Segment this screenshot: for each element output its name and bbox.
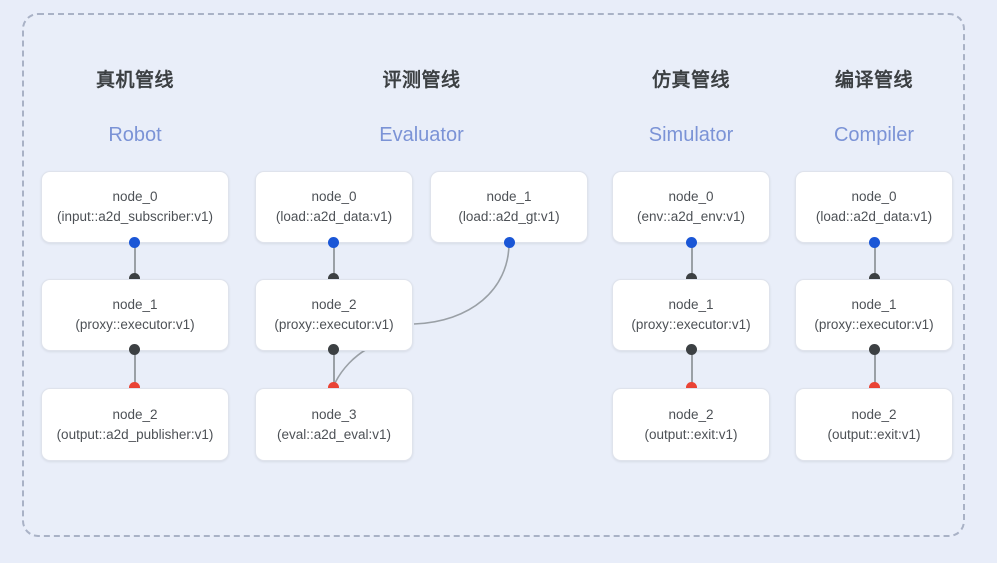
node-name: node_0 (851, 189, 897, 204)
column-title-cn-robot: 真机管线 (95, 70, 174, 91)
edge-evaluator-0-2 (333, 242, 335, 280)
node-type: (proxy::executor:v1) (631, 317, 751, 332)
node-type: (output::a2d_publisher:v1) (56, 426, 214, 442)
port-output-compiler-0[interactable] (869, 237, 880, 248)
port-input-robot-2[interactable] (129, 382, 140, 393)
node-type: (load::a2d_data:v1) (815, 209, 933, 224)
node-robot-2[interactable]: node_2 (output::a2d_publisher:v1) (41, 388, 229, 461)
port-input-simulator-1[interactable] (686, 273, 697, 284)
edge-robot-1-2 (134, 349, 136, 388)
port-input-compiler-1[interactable] (869, 273, 880, 284)
edge-simulator-0-1 (691, 242, 693, 280)
port-output-simulator-0[interactable] (686, 237, 697, 248)
column-title-cn-compiler: 编译管线 (834, 70, 913, 91)
node-evaluator-1[interactable]: node_1 (load::a2d_gt:v1) (430, 171, 588, 243)
node-name: node_3 (311, 406, 357, 422)
port-output-compiler-1[interactable] (869, 344, 880, 355)
node-name: node_0 (112, 189, 158, 204)
column-title-cn-evaluator: 评测管线 (382, 70, 461, 91)
node-robot-0[interactable]: node_0 (input::a2d_subscriber:v1) (41, 171, 229, 243)
node-type: (input::a2d_subscriber:v1) (56, 209, 214, 224)
node-evaluator-3[interactable]: node_3 (eval::a2d_eval:v1) (255, 388, 413, 461)
node-simulator-1[interactable]: node_1 (proxy::executor:v1) (612, 279, 770, 351)
node-compiler-2[interactable]: node_2 (output::exit:v1) (795, 388, 953, 461)
node-name: node_0 (668, 189, 714, 204)
column-title-en-simulator: Simulator (648, 124, 734, 146)
node-type: (env::a2d_env:v1) (636, 209, 746, 224)
column-title-en-robot: Robot (108, 124, 162, 146)
node-name: node_0 (311, 189, 357, 204)
port-output-evaluator-1[interactable] (504, 237, 515, 248)
node-type: (load::a2d_gt:v1) (458, 209, 560, 224)
port-input-evaluator-3[interactable] (328, 382, 339, 393)
port-output-simulator-1[interactable] (686, 344, 697, 355)
node-simulator-2[interactable]: node_2 (output::exit:v1) (612, 388, 770, 461)
port-output-evaluator-0[interactable] (328, 237, 339, 248)
node-compiler-0[interactable]: node_0 (load::a2d_data:v1) (795, 171, 953, 243)
port-output-evaluator-2[interactable] (328, 344, 339, 355)
node-evaluator-0[interactable]: node_0 (load::a2d_data:v1) (255, 171, 413, 243)
node-name: node_1 (851, 297, 897, 312)
edge-compiler-0-1 (874, 242, 876, 280)
edge-compiler-1-2 (874, 349, 876, 388)
node-name: node_2 (112, 406, 158, 422)
node-type: (proxy::executor:v1) (75, 317, 195, 332)
port-input-simulator-2[interactable] (686, 382, 697, 393)
port-output-robot-0[interactable] (129, 237, 140, 248)
node-name: node_2 (851, 406, 897, 422)
port-input-compiler-2[interactable] (869, 382, 880, 393)
node-compiler-1[interactable]: node_1 (proxy::executor:v1) (795, 279, 953, 351)
node-type: (proxy::executor:v1) (814, 317, 934, 332)
node-type: (output::exit:v1) (644, 426, 738, 442)
node-evaluator-2[interactable]: node_2 (proxy::executor:v1) (255, 279, 413, 351)
column-title-en-compiler: Compiler (833, 124, 915, 146)
port-output-robot-1[interactable] (129, 344, 140, 355)
edge-robot-0-1 (134, 242, 136, 280)
node-type: (eval::a2d_eval:v1) (276, 426, 392, 442)
port-input-robot-1[interactable] (129, 273, 140, 284)
node-type: (proxy::executor:v1) (274, 317, 394, 332)
node-name: node_1 (668, 297, 714, 312)
node-simulator-0[interactable]: node_0 (env::a2d_env:v1) (612, 171, 770, 243)
node-name: node_2 (668, 406, 714, 422)
column-title-en-evaluator: Evaluator (379, 124, 464, 146)
column-title-cn-simulator: 仿真管线 (651, 70, 730, 91)
node-name: node_1 (112, 297, 158, 312)
node-name: node_2 (311, 297, 357, 312)
node-type: (load::a2d_data:v1) (275, 209, 393, 224)
node-name: node_1 (486, 189, 532, 204)
edge-simulator-1-2 (691, 349, 693, 388)
node-type: (output::exit:v1) (827, 426, 921, 442)
port-input-evaluator-2[interactable] (328, 273, 339, 284)
node-robot-1[interactable]: node_1 (proxy::executor:v1) (41, 279, 229, 351)
